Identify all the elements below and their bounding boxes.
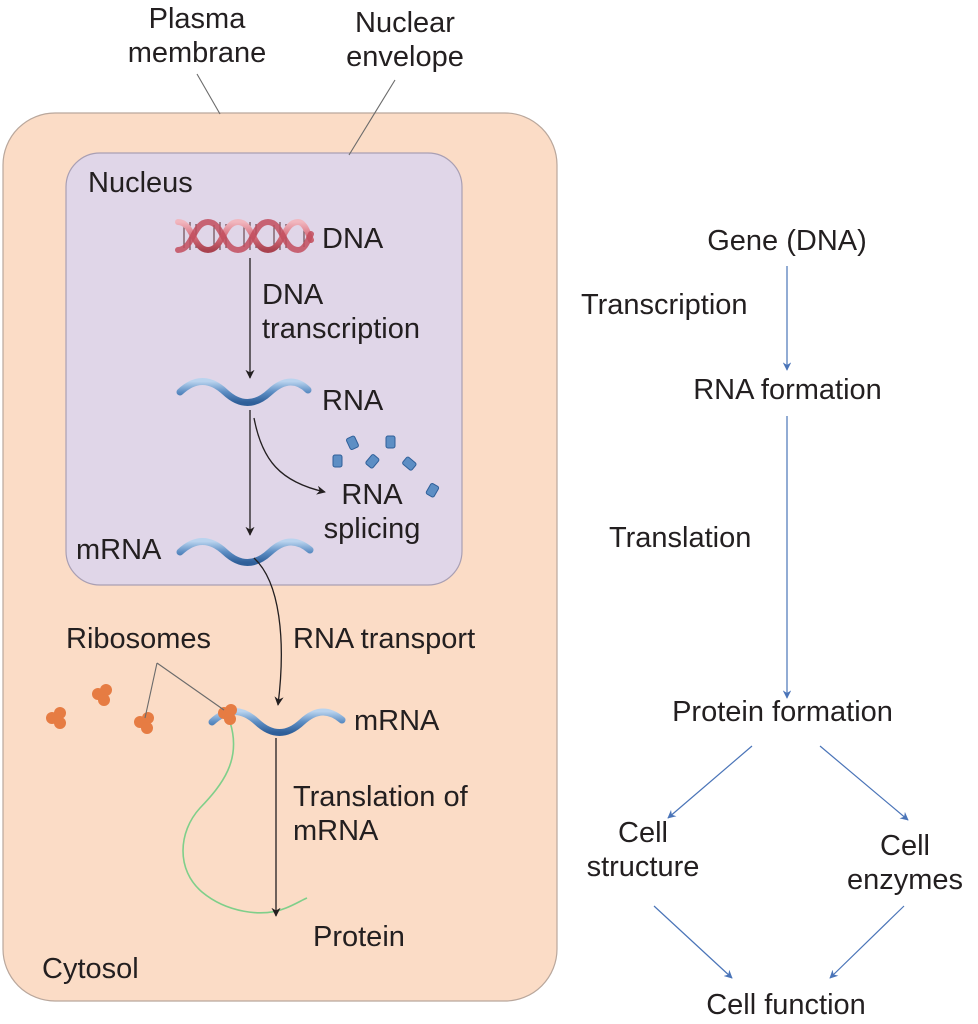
ribosome-icons	[46, 684, 237, 734]
rna-strand-icon	[176, 378, 312, 406]
cytosol-label: Cytosol	[42, 953, 139, 985]
rna-transport-label: RNA transport	[293, 623, 476, 655]
ribosome-icon	[134, 712, 154, 734]
cell-enzymes-node: Cell enzymes	[846, 830, 964, 896]
rna-splice-fragments-icon	[332, 435, 440, 498]
ribosomes-leader	[144, 662, 158, 719]
nuclear-envelope-leader	[348, 79, 396, 156]
rna-splicing-label: RNA splicing	[323, 479, 421, 545]
nucleus-region	[65, 152, 463, 586]
transcription-step-label: Transcription	[581, 289, 748, 321]
rna-label: RNA	[322, 385, 384, 417]
flow-arrows	[653, 266, 909, 979]
nucleus-label: Nucleus	[88, 167, 193, 199]
dna-label: DNA	[322, 223, 384, 255]
mrna-strand-icon	[176, 538, 314, 566]
flow-arrow-structure-to-function	[653, 905, 733, 979]
flow-arrow-to-structure	[667, 745, 753, 819]
cell-function-node: Cell function	[706, 989, 866, 1021]
ribosome-icon	[46, 707, 66, 729]
rna-formation-node: RNA formation	[693, 374, 882, 406]
protein-formation-node: Protein formation	[672, 696, 893, 728]
gene-dna-node: Gene (DNA)	[707, 225, 867, 257]
protein-chain-icon	[182, 721, 308, 914]
plasma-membrane-label: Plasma membrane	[127, 3, 267, 69]
dna-transcription-label: DNA transcription	[262, 279, 420, 345]
ribosomes-label: Ribosomes	[66, 623, 212, 655]
protein-label: Protein	[313, 921, 405, 953]
translation-step-label: Translation	[609, 522, 752, 554]
process-arrows	[245, 258, 326, 917]
dna-helix-icon	[175, 218, 314, 254]
cell-structure-node: Cell structure	[586, 817, 700, 883]
flow-arrow-enzymes-to-function	[829, 905, 905, 979]
plasma-membrane-leader	[196, 73, 221, 115]
ribosomes-leader	[156, 662, 225, 711]
rna-transport-arrow	[253, 557, 284, 706]
translation-of-mrna-label: Translation of mRNA	[293, 781, 468, 847]
ribosome-icon	[218, 704, 237, 725]
splicing-arrow	[253, 417, 326, 495]
flow-arrow-to-enzymes	[819, 745, 909, 821]
ribosome-icon	[92, 684, 112, 706]
mrna-cytosol-label: mRNA	[354, 705, 440, 737]
mrna-nucleus-label: mRNA	[76, 534, 162, 566]
nuclear-envelope-label: Nuclear envelope	[346, 7, 464, 73]
